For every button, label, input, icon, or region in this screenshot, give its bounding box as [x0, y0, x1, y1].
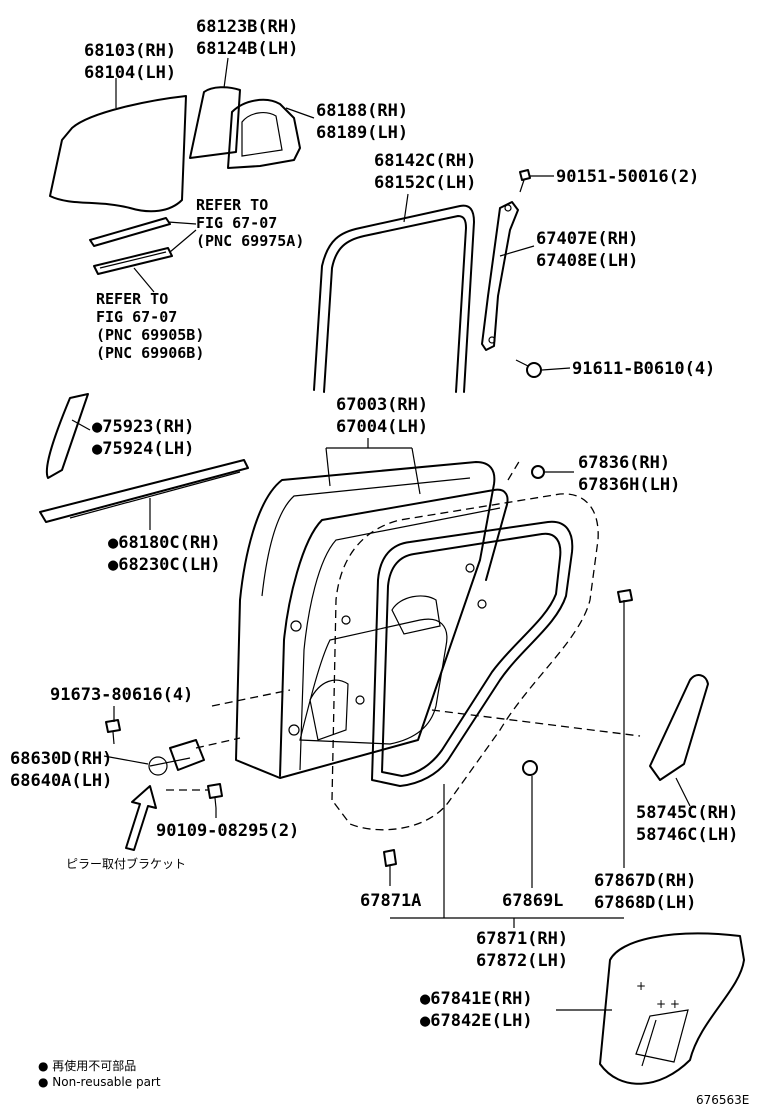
- screw-90151-drawing: [519, 169, 531, 193]
- label-67868d: 67868D(LH): [594, 893, 696, 913]
- belt-moulding-upper-drawing: [89, 217, 171, 247]
- bolt-91611-drawing: [515, 359, 542, 378]
- quarter-glass-drawing: [189, 86, 241, 159]
- label-67836: 67836(RH): [578, 453, 670, 473]
- clip-67869l-drawing: [522, 760, 538, 776]
- ref1-line1: REFER TO: [196, 196, 268, 214]
- door-weatherstrip-drawing: [371, 520, 574, 787]
- ref2-line4: (PNC 69906B): [96, 344, 204, 362]
- label-67871a: 67871A: [360, 891, 421, 911]
- clip-67836-drawing: [531, 465, 545, 479]
- bolt-91673-drawing: [105, 719, 121, 745]
- leader-lines: [71, 57, 691, 1011]
- part-labels: 68123B(RH) 68124B(LH) 68103(RH) 68104(LH…: [10, 17, 749, 1107]
- label-67871: 67871(RH): [476, 929, 568, 949]
- label-68123b: 68123B(RH): [196, 17, 298, 37]
- label-68104: 68104(LH): [84, 63, 176, 83]
- label-68124b: 68124B(LH): [196, 39, 298, 59]
- label-90151: 90151-50016(2): [556, 167, 699, 187]
- label-68189: 68189(LH): [316, 123, 408, 143]
- belt-moulding-lower-drawing: [93, 247, 173, 275]
- figure-id: 676563E: [696, 1093, 749, 1107]
- ref1-line3: (PNC 69975A): [196, 232, 304, 250]
- label-67004: 67004(LH): [336, 417, 428, 437]
- label-67408e: 67408E(LH): [536, 251, 638, 271]
- label-67842e: ●67842E(LH): [420, 1011, 533, 1031]
- glass-run-drawing: [313, 204, 475, 393]
- ref2-line3: (PNC 69905B): [96, 326, 204, 344]
- label-68180c: ●68180C(RH): [108, 533, 221, 553]
- label-67841e: ●67841E(RH): [420, 989, 533, 1009]
- svg-text:+ +: + +: [656, 997, 680, 1011]
- service-hole-cover-drawing: + + +: [599, 932, 745, 1085]
- bolt-90109-drawing: [207, 783, 223, 809]
- clip-67867d-drawing: [617, 589, 633, 603]
- label-68230c: ●68230C(LH): [108, 555, 221, 575]
- label-67407e: 67407E(RH): [536, 229, 638, 249]
- label-68630d: 68630D(RH): [10, 749, 112, 769]
- division-frame-drawing: [227, 98, 301, 169]
- label-68640a: 68640A(LH): [10, 771, 112, 791]
- door-hinge-drawing: [148, 739, 205, 776]
- label-91673: 91673-80616(4): [50, 685, 193, 705]
- label-90109: 90109-08295(2): [156, 821, 299, 841]
- label-67836h: 67836H(LH): [578, 475, 680, 495]
- label-67869l: 67869L: [502, 891, 563, 911]
- label-75923: ●75923(RH): [92, 417, 194, 437]
- label-67872: 67872(LH): [476, 951, 568, 971]
- label-67867d: 67867D(RH): [594, 871, 696, 891]
- ref2-line2: FIG 67-07: [96, 308, 177, 326]
- label-91611: 91611-B0610(4): [572, 359, 715, 379]
- label-68188: 68188(RH): [316, 101, 408, 121]
- pillar-garnish-drawing: [45, 393, 89, 479]
- legend-english: ● Non-reusable part: [38, 1075, 161, 1089]
- label-68142c: 68142C(RH): [374, 151, 476, 171]
- pillar-bracket-arrow: [125, 785, 157, 851]
- label-68152c: 68152C(LH): [374, 173, 476, 193]
- door-panel-drawing: [235, 461, 509, 779]
- ref2-line1: REFER TO: [96, 290, 168, 308]
- label-75924: ●75924(LH): [92, 439, 194, 459]
- label-67003: 67003(RH): [336, 395, 428, 415]
- ref1-line2: FIG 67-07: [196, 214, 277, 232]
- quarter-weatherstrip-drawing: [649, 674, 709, 781]
- door-glass-drawing: [49, 95, 187, 213]
- belt-weatherstrip-drawing: [39, 459, 249, 523]
- label-58745c: 58745C(RH): [636, 803, 738, 823]
- clip-67871a-drawing: [383, 849, 397, 867]
- service-hole-cover-outline: [331, 493, 599, 831]
- label-68103: 68103(RH): [84, 41, 176, 61]
- rear-window-guide-drawing: [481, 201, 519, 351]
- pillar-bracket-note: ピラー取付ブラケット: [66, 856, 186, 871]
- svg-text:+: +: [636, 979, 646, 993]
- legend-japanese: ● 再使用不可部品: [38, 1058, 136, 1073]
- label-58746c: 58746C(LH): [636, 825, 738, 845]
